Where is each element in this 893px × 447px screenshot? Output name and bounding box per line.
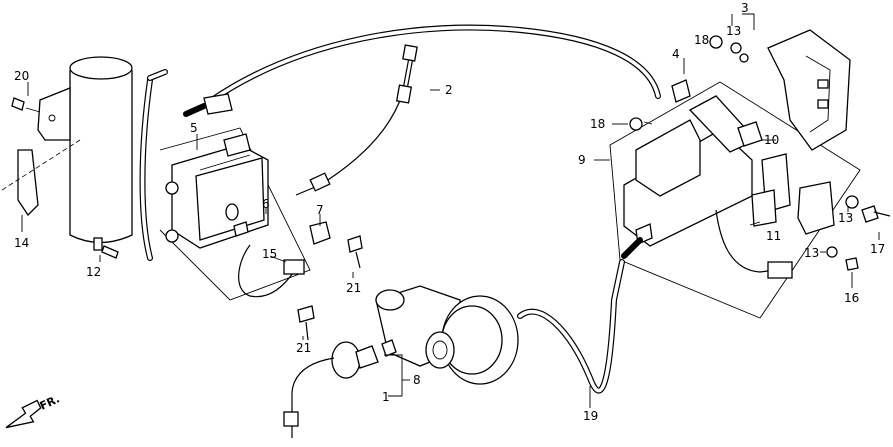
callout-21-lower: 21 xyxy=(296,341,311,355)
control-cable xyxy=(183,44,418,196)
callout-2: 2 xyxy=(445,83,453,97)
callout-16: 16 xyxy=(844,291,859,305)
bolts xyxy=(233,221,363,341)
callout-13-top: 13 xyxy=(726,24,741,38)
callout-8: 8 xyxy=(413,373,421,387)
callout-9: 9 xyxy=(578,153,586,167)
callout-5: 5 xyxy=(190,121,198,135)
callout-1: 1 xyxy=(382,390,390,404)
canister xyxy=(1,56,133,259)
callout-10: 10 xyxy=(764,133,779,147)
callout-14: 14 xyxy=(14,236,29,250)
callout-15: 15 xyxy=(262,247,277,261)
callout-3: 3 xyxy=(741,1,749,15)
front-arrow-label: FR. xyxy=(38,392,62,412)
callout-18-mid: 18 xyxy=(590,117,605,131)
control-box-assembly xyxy=(609,81,861,319)
mounting-bracket xyxy=(629,29,851,151)
callout-11: 11 xyxy=(766,229,781,243)
callout-13-right: 13 xyxy=(838,211,853,225)
purge-valve-assembly xyxy=(159,127,311,301)
callout-21-upper: 21 xyxy=(346,281,361,295)
callout-17: 17 xyxy=(870,242,885,256)
callout-19: 19 xyxy=(583,409,598,423)
lower-solenoid xyxy=(283,339,397,438)
upper-vacuum-hose xyxy=(139,24,661,261)
callout-13-lower: 13 xyxy=(804,246,819,260)
leader-lines xyxy=(21,13,880,408)
callout-12: 12 xyxy=(86,265,101,279)
vacuum-actuator xyxy=(375,259,625,394)
callout-7: 7 xyxy=(316,203,324,217)
callout-labels: 1 2 3 4 5 6 7 8 9 10 11 12 13 13 13 14 1… xyxy=(14,1,885,423)
callout-20: 20 xyxy=(14,69,29,83)
callout-6: 6 xyxy=(262,197,270,211)
front-direction-arrow: FR. xyxy=(5,392,62,429)
callout-18-top: 18 xyxy=(694,33,709,47)
right-hardware xyxy=(826,195,891,271)
callout-4: 4 xyxy=(672,47,680,61)
